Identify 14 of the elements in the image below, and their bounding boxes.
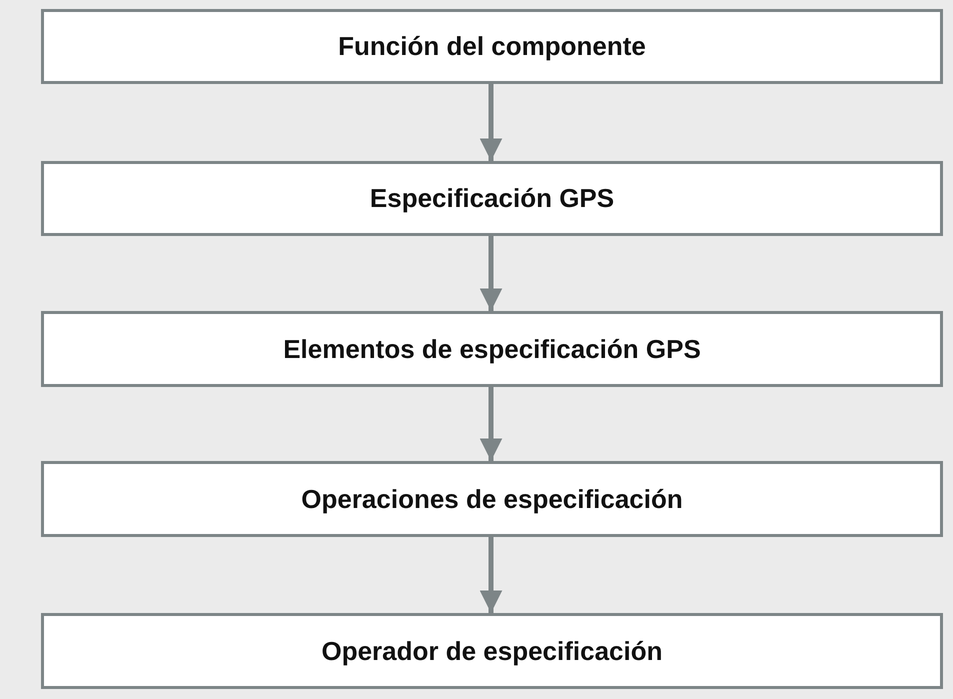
arrow <box>480 84 502 161</box>
arrow <box>480 236 502 311</box>
box-label: Operador de especificación <box>321 636 662 666</box>
process-box <box>41 9 943 84</box>
process-box <box>41 311 943 387</box>
box-label: Especificación GPS <box>370 183 614 214</box>
process-box <box>41 613 943 689</box>
box-label: Función del componente <box>338 31 646 62</box>
arrow <box>480 537 502 613</box>
arrow <box>480 387 502 461</box>
box-label: Operaciones de especificación <box>301 484 683 514</box>
box-label: Elementos de especificación GPS <box>283 334 701 364</box>
process-box <box>41 161 943 236</box>
process-box <box>41 461 943 537</box>
